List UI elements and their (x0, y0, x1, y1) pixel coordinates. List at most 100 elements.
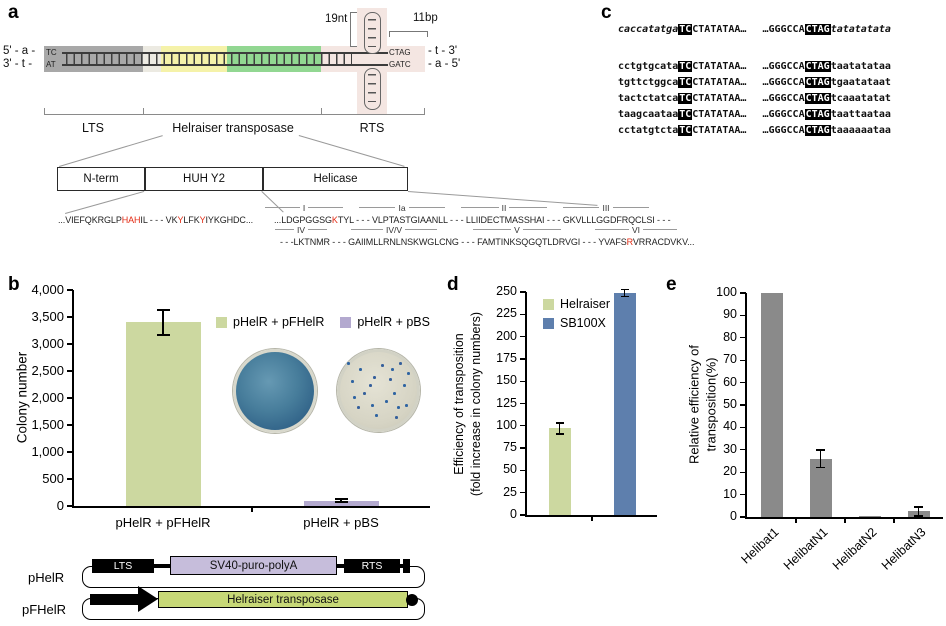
seq-run: …GGGCCA (762, 61, 805, 72)
seq-run: …GGGCCA (762, 125, 805, 136)
y-tick (740, 471, 746, 473)
seq-run: TC (678, 61, 693, 72)
region-tick (321, 108, 322, 114)
phelr-rts-text: RTS (361, 560, 383, 572)
seq-run: tatatatata (830, 24, 891, 35)
dna-strand-bottom (62, 64, 388, 66)
y-tick (740, 359, 746, 361)
y-tick (520, 469, 526, 472)
seq-run: CTAG (804, 93, 831, 104)
error-cap (620, 288, 629, 291)
y-tick-label: 50 (503, 462, 517, 477)
seq-run: …GGGCCA (762, 77, 805, 88)
y-tick (740, 292, 746, 294)
seq-run: t (830, 77, 837, 88)
bar-HelibatN1 (809, 458, 832, 517)
seq-run: a (672, 125, 679, 136)
error-cap (156, 334, 170, 336)
y-tick (67, 451, 73, 453)
seq-run: caaatatat (836, 93, 891, 104)
seq-run: tgttctggc (618, 77, 673, 88)
seq-run: TC (678, 24, 693, 35)
y-tick (67, 424, 73, 426)
seq-run: aattaataa (836, 109, 891, 120)
y-tick-label: 50 (723, 397, 737, 411)
gatc-label: GATC (389, 60, 411, 69)
x-tick (251, 506, 253, 512)
y-tick-label: 10 (723, 486, 737, 501)
seq-run: cctatgtct (618, 125, 673, 136)
panel-e-label: e (666, 274, 677, 295)
seq-run: a (672, 61, 679, 72)
alignment-row: taagcaataaTCCTATATAA……GGGCCACTAGtaattaat… (618, 109, 891, 120)
seq-run: TC (678, 77, 693, 88)
motif-IV-V: IV/V (348, 224, 440, 235)
dna-3prime-right: - t - 3' (428, 45, 458, 57)
y-tick-label: 1,500 (31, 417, 64, 432)
promoter-arrow-body (90, 594, 138, 605)
hairpin-11bp-label: 11bp (413, 12, 438, 24)
hairpin-19nt-label: 19nt (325, 13, 348, 25)
seq-run: gaatataat (836, 77, 891, 88)
at-label: AT (46, 60, 56, 69)
motif-IV: IV (272, 224, 330, 235)
y-tick-label: 250 (496, 284, 517, 298)
seq-run: TC (678, 109, 693, 120)
y-tick-label: 80 (723, 329, 737, 344)
error-bar (819, 449, 822, 468)
y-tick-label: 500 (42, 471, 64, 486)
bar-Helraiser (548, 428, 571, 515)
x-tick (591, 515, 593, 521)
seq-run: a (672, 24, 679, 35)
x-label: HelibatN1 (780, 525, 831, 573)
motif-V: V (470, 224, 564, 235)
seq-row2: - - -LKTNMR - - - GAIIMLLRNLNSKWGLCNG - … (280, 237, 694, 247)
y-tick-label: 3,000 (31, 336, 64, 351)
seq-run: CTATATAA… (692, 125, 747, 136)
y-tick (740, 493, 746, 496)
d-legend-helraiser: Helraiser (543, 297, 610, 311)
seq-run: HAH (121, 215, 141, 225)
legend-label: SB100X (560, 316, 606, 330)
hairpin-11bp-bracket (389, 31, 428, 37)
panel-a-label: a (8, 2, 19, 23)
rts-label: RTS (359, 121, 385, 135)
alignment-row: cctgtgcataTCCTATATAA……GGGCCACTAGtaatatat… (618, 61, 891, 72)
seq-run: IL - - - VK (140, 215, 178, 225)
seq-run: a (672, 77, 679, 88)
y-tick-label: 3,500 (31, 309, 64, 324)
domain-nterm: N-term (57, 167, 145, 191)
bar-SB100X (613, 292, 636, 515)
error-cap (156, 309, 170, 311)
y-tick-label: 200 (496, 328, 517, 343)
phelr-sv40-text: SV40-puro-polyA (209, 559, 298, 572)
panel-d-label: d (447, 274, 459, 295)
seq-run: …GGGCCA (762, 24, 805, 35)
legend-label: Helraiser (560, 297, 611, 311)
x-label: HelibatN3 (878, 525, 929, 573)
hairpin-stem-top-bases (368, 19, 376, 47)
y-tick (67, 505, 73, 507)
domain-huh: HUH Y2 (145, 167, 263, 191)
seq-run: TC (678, 125, 693, 136)
alignment-consensus: caccatatgaTCCTATATAA……GGGCCACTAGtatatata… (618, 24, 891, 35)
panel-c-label: c (601, 2, 612, 23)
colony-speckles (347, 362, 350, 365)
error-cap (620, 295, 629, 298)
domain-helicase-label: Helicase (313, 173, 358, 185)
y-tick (740, 381, 746, 384)
y-tick-label: 1,000 (31, 444, 64, 459)
motif-II: II (458, 202, 550, 213)
y-tick-label: 175 (496, 350, 517, 365)
seq-run: ...VIEFQKRGLP (58, 215, 122, 225)
legend-label: pHelR + pFHelR (233, 315, 325, 329)
y-tick-label: 25 (503, 484, 517, 499)
y-tick-label: 2,000 (31, 390, 64, 405)
alignment-row: tgttctggcaTCCTATATAA……GGGCCACTAGtgaatata… (618, 77, 891, 88)
error-bar (917, 506, 920, 516)
x-tick (844, 517, 846, 523)
error-cap (555, 433, 564, 435)
